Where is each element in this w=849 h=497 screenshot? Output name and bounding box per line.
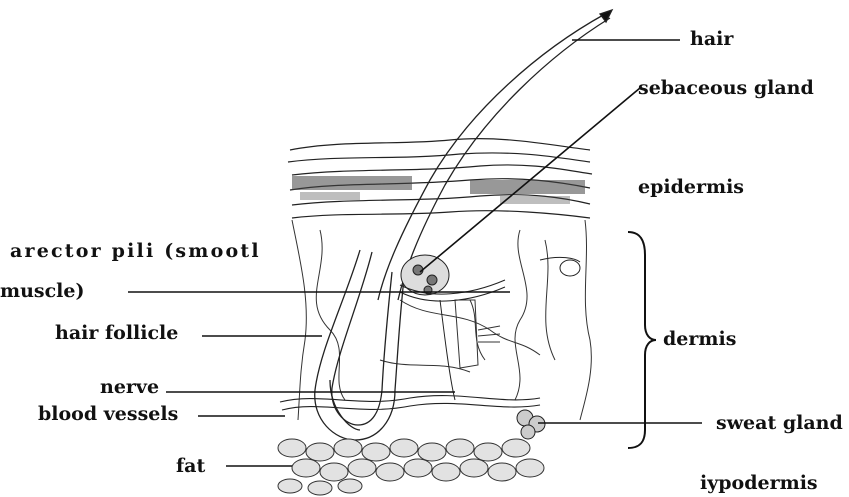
label-arector-pili-line2: muscle) [0, 282, 84, 301]
leader-sebaceous [420, 88, 640, 272]
dermis-brace [628, 232, 656, 448]
fat-layer [278, 439, 544, 495]
label-arector-pili-line1: arector pili (smootl [10, 242, 261, 261]
label-sebaceous-gland: sebaceous gland [638, 79, 814, 98]
sweat-gland-shape [440, 300, 545, 439]
label-fat: fat [176, 457, 205, 476]
label-hair: hair [690, 30, 733, 49]
label-sweat-gland: sweat gland [716, 414, 843, 433]
hair-follicle [315, 250, 405, 440]
epidermis-texture [292, 176, 585, 204]
label-epidermis: epidermis [638, 178, 744, 197]
label-dermis: dermis [663, 330, 736, 349]
label-nerve: nerve [100, 378, 159, 397]
label-hair-follicle: hair follicle [55, 324, 178, 343]
hair-shaft [378, 10, 612, 300]
label-blood-vessels: blood vessels [38, 405, 178, 424]
dermis-layer [292, 220, 591, 420]
blood-vessel-shapes [280, 396, 540, 410]
label-hypodermis: iypodermis [700, 474, 818, 493]
